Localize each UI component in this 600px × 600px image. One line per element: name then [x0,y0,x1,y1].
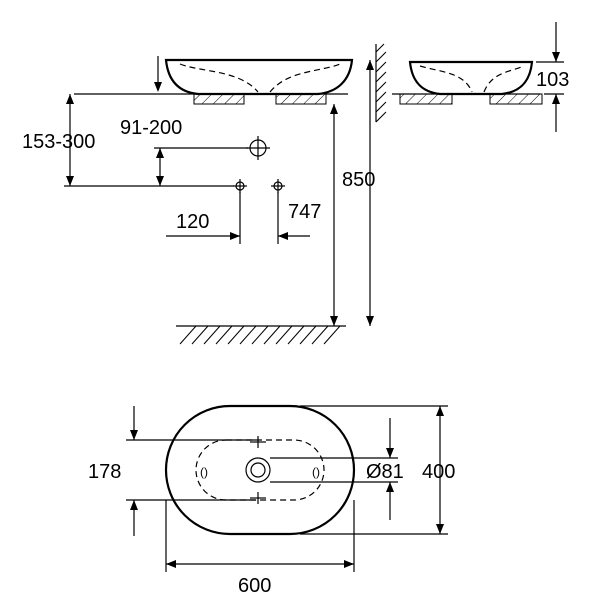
dim-label-overall-depth: 400 [422,461,455,483]
basin-inner-dash [179,63,341,93]
drain-outer [245,457,271,483]
basin-side-profile [164,58,354,96]
plan-view: (⁠) (⁠) [126,404,448,572]
basin-small-profile [408,60,534,96]
dim-label-inner-width: 178 [88,461,121,483]
support-right [275,93,327,105]
wall-hatch [375,43,387,123]
dim-label-support-height: 747 [288,201,321,223]
dim-label-drain-height: 153-300 [22,131,95,153]
svg-text:(⁠): (⁠) [312,465,320,479]
floor-hatch [179,325,341,345]
dim-label-overall-width: 600 [238,575,271,597]
dim-label-drain-diameter: Ø81 [366,461,404,483]
side-elevation-small [392,22,564,132]
bowl-inner-dash [195,439,325,501]
svg-text:(⁠): (⁠) [200,465,208,479]
dim-label-supply-height: 91-200 [120,117,182,139]
support-left [193,93,245,105]
side-elevation [64,43,387,345]
dim-label-basin-top-height: 850 [342,169,375,191]
dim-label-basin-depth: 103 [536,69,569,91]
basin-outline [164,404,356,536]
drain-inner [250,462,266,478]
dim-label-supply-spacing: 120 [176,211,209,233]
